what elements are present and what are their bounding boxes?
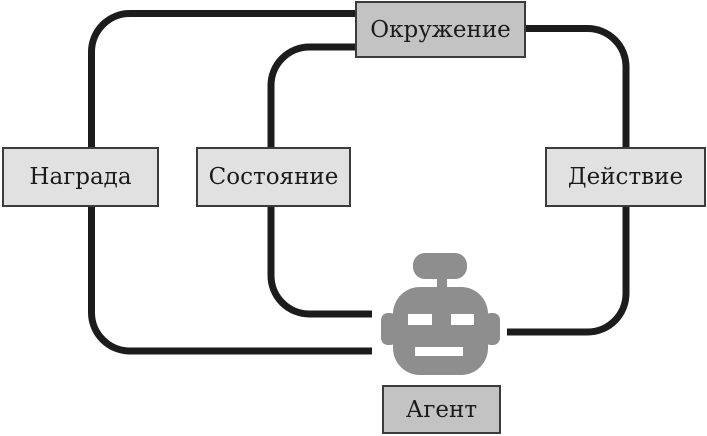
robot-eye-left (408, 314, 432, 325)
node-state: Состояние (196, 147, 351, 207)
node-action: Действие (545, 147, 706, 207)
node-environment: Окружение (355, 1, 526, 58)
node-agent: Агент (382, 385, 501, 434)
robot-antenna (413, 253, 467, 279)
node-action-label: Действие (567, 164, 684, 190)
robot-mouth (415, 347, 463, 356)
robot-head (393, 287, 488, 375)
robot-eye-right (451, 314, 474, 325)
node-reward: Награда (2, 147, 159, 207)
node-environment-label: Окружение (370, 16, 511, 43)
robot-neck (437, 276, 447, 292)
node-agent-label: Агент (405, 396, 478, 423)
node-reward-label: Награда (29, 164, 132, 190)
node-state-label: Состояние (208, 164, 339, 190)
